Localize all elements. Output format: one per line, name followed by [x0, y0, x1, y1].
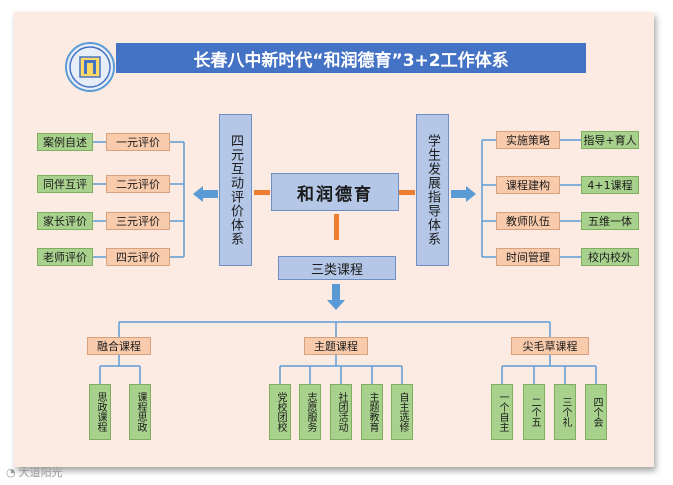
school-emblem-icon — [69, 46, 111, 88]
course-item-2-4: 主题教育 — [361, 384, 383, 440]
left-tree-lines — [93, 141, 185, 258]
course-item-2-1: 党校团校 — [269, 384, 291, 440]
right-green-4: 校内校外 — [581, 248, 639, 266]
watermark: ◔ 大道阳光 — [6, 464, 63, 480]
category-integrated: 融合课程 — [87, 337, 151, 355]
left-peach-4: 四元评价 — [106, 248, 170, 266]
bottom-tree-lines — [99, 321, 597, 384]
left-peach-3: 三元评价 — [106, 212, 170, 230]
right-system-box: 学生发展指导体系 — [416, 114, 449, 266]
left-green-2: 同伴互评 — [37, 175, 93, 193]
left-green-3: 家长评价 — [37, 212, 93, 230]
course-item-2-3: 社团活动 — [330, 384, 352, 440]
course-types-box: 三类课程 — [278, 256, 396, 280]
orange-connectors — [254, 190, 415, 240]
course-item-1-1: 思政课程 — [89, 384, 111, 440]
right-green-2: 4+1课程 — [581, 176, 639, 194]
course-item-1-2: 课程思政 — [129, 384, 151, 440]
school-logo — [65, 42, 115, 92]
right-green-1: 指导+育人 — [581, 131, 639, 149]
right-peach-3: 教师队伍 — [496, 212, 560, 230]
course-item-3-4: 四个会 — [585, 384, 607, 440]
page-title: 长春八中新时代“和润德育”3+2工作体系 — [116, 43, 586, 73]
course-item-3-3: 三个礼 — [554, 384, 576, 440]
right-peach-2: 课程建构 — [496, 176, 560, 194]
left-peach-2: 二元评价 — [106, 175, 170, 193]
category-theme: 主题课程 — [304, 337, 368, 355]
left-green-1: 案例自述 — [37, 133, 93, 151]
course-item-2-2: 志愿服务 — [299, 384, 321, 440]
course-item-3-1: 一个自主 — [491, 384, 513, 440]
right-peach-4: 时间管理 — [496, 248, 560, 266]
left-green-4: 老师评价 — [37, 248, 93, 266]
blue-arrows — [193, 186, 476, 310]
left-peach-1: 一元评价 — [106, 133, 170, 151]
course-item-3-2: 二个五 — [523, 384, 545, 440]
left-system-box: 四元互动评价体系 — [219, 114, 252, 266]
right-green-3: 五维一体 — [581, 212, 639, 230]
course-item-2-5: 自主选修 — [391, 384, 413, 440]
center-label: 和润德育 — [297, 184, 373, 205]
center-box: 和润德育 — [271, 173, 399, 211]
watermark-icon: ◔ — [6, 465, 16, 479]
right-peach-1: 实施策略 — [496, 131, 560, 149]
right-tree-lines — [481, 139, 581, 258]
watermark-text: 大道阳光 — [18, 466, 63, 479]
category-jianmaocao: 尖毛草课程 — [511, 337, 589, 355]
